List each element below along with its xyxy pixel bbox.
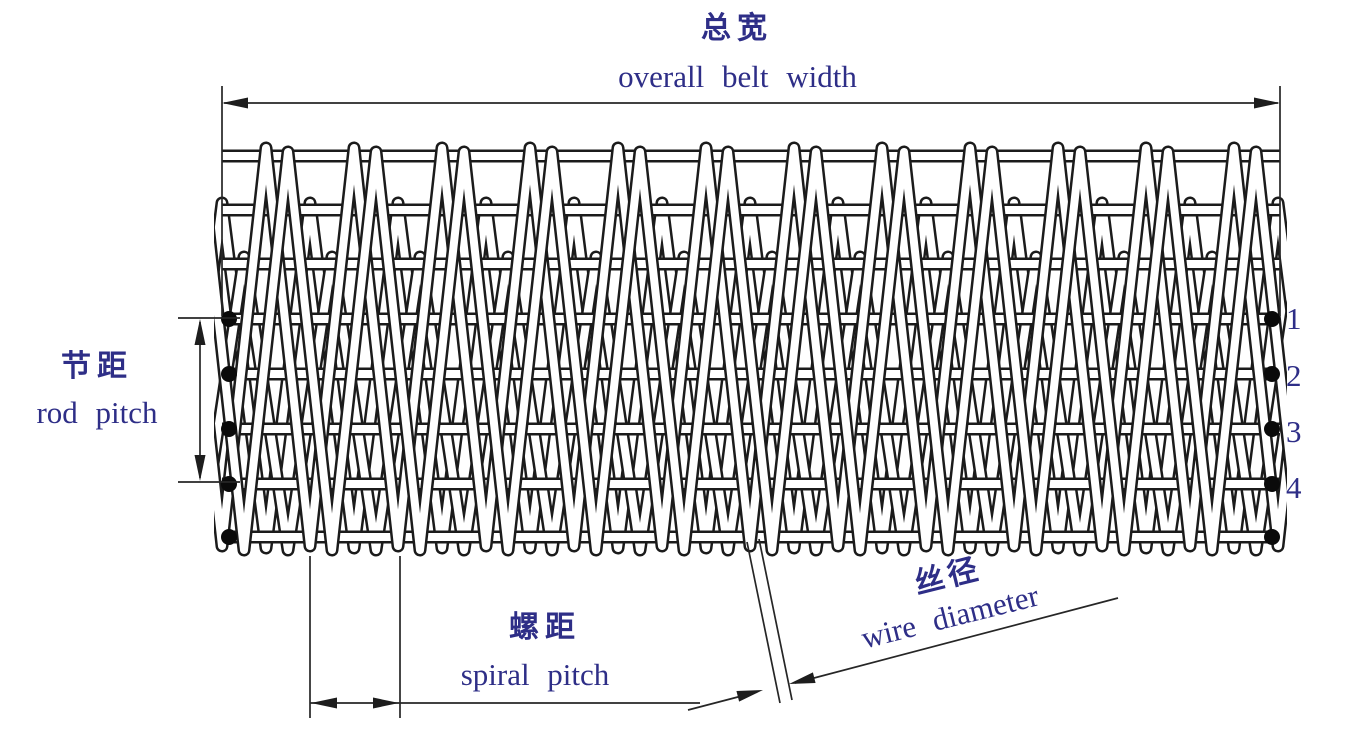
rod-number-4: 4 xyxy=(1286,470,1302,505)
rod-number-2: 2 xyxy=(1286,358,1302,393)
rod-number-3: 3 xyxy=(1286,414,1302,449)
overall-width-label-en: overall belt width xyxy=(618,59,857,94)
rod-pitch-label-zh: 节距 xyxy=(61,350,133,383)
spiral-pitch-label-en: spiral pitch xyxy=(460,657,610,692)
rod-number-1: 1 xyxy=(1286,301,1302,336)
spiral-pitch-label-zh: 螺距 xyxy=(509,611,581,644)
rod-pitch-label-en: rod pitch xyxy=(36,395,158,430)
overall-width-label-zh: 总宽 xyxy=(701,12,773,45)
